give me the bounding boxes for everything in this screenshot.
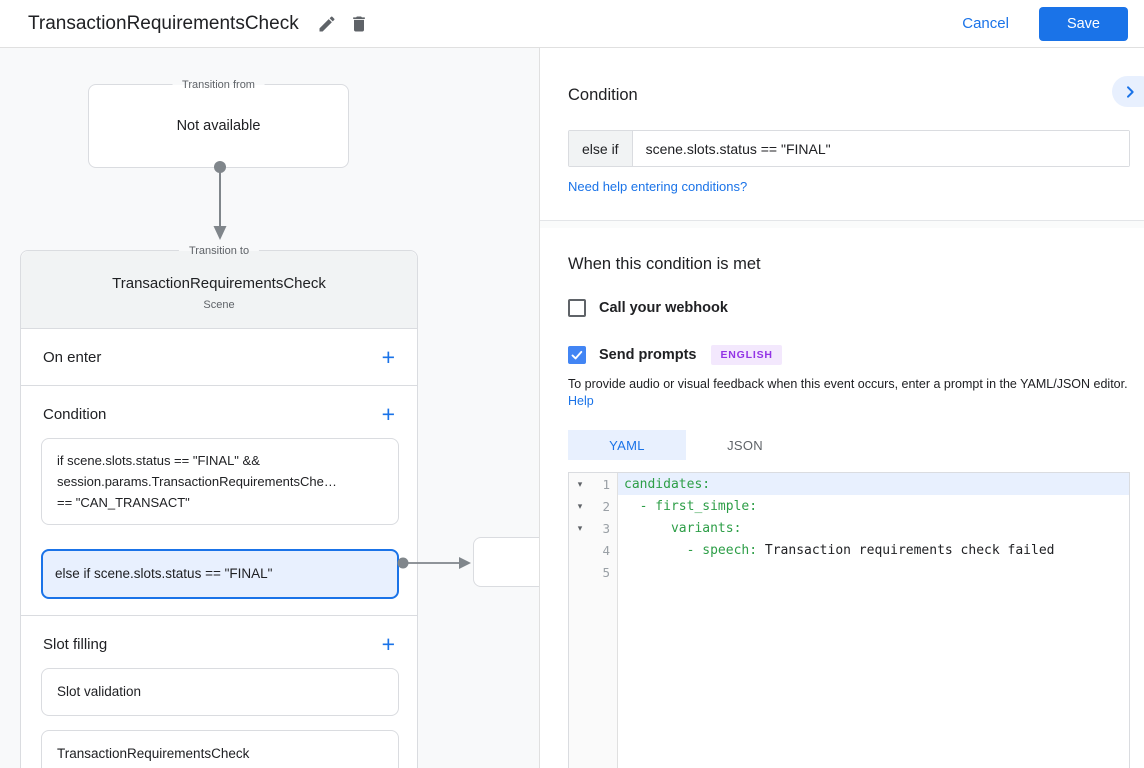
help-link[interactable]: Help [568,394,594,408]
transition-from-label: Transition from [172,77,265,93]
send-prompts-row: Send prompts ENGLISH [568,345,1130,365]
code-line[interactable]: 5 [569,561,1129,583]
chevron-down-icon[interactable]: ▾ [569,495,591,517]
if-condition-box[interactable]: if scene.slots.status == "FINAL" && sess… [41,438,399,525]
if-condition-line: session.params.TransactionRequirementsCh… [57,474,337,489]
save-button[interactable]: Save [1038,6,1128,41]
transition-from-box[interactable]: Transition from Not available [88,77,349,168]
code-text: - speech: Transaction requirements check… [618,539,1129,561]
scene-subtitle: Scene [203,298,235,311]
code-line[interactable]: ▾1 candidates: [569,473,1129,495]
line-number-gutter [591,583,618,768]
slot-validation-box[interactable]: Slot validation [41,668,399,716]
yaml-key: variants: [624,520,742,536]
slot-transaction-box[interactable]: TransactionRequirementsCheck [41,730,399,768]
plus-icon: + [381,344,395,370]
line-number: 5 [591,561,618,583]
scene-title: TransactionRequirementsCheck [112,274,326,292]
code-line[interactable]: ▾3 variants: [569,517,1129,539]
prompt-hint-text: To provide audio or visual feedback when… [568,377,1128,391]
fold-gutter [569,583,591,768]
slot-item-label: TransactionRequirementsCheck [57,746,250,761]
pencil-icon [317,14,337,34]
if-condition-line: == "CAN_TRANSACT" [57,495,190,510]
prompt-hint: To provide audio or visual feedback when… [568,376,1144,410]
on-enter-row[interactable]: On enter + [21,329,417,386]
yaml-key: - speech: [624,542,758,558]
editor-empty-area[interactable] [569,583,1129,768]
edit-scene-button[interactable] [311,8,343,40]
elseif-condition-box[interactable]: else if scene.slots.status == "FINAL" [41,549,399,599]
tab-json[interactable]: JSON [727,437,763,453]
add-on-enter-button[interactable]: + [381,344,395,370]
condition-editor-panel: Condition else if Need help entering con… [540,48,1144,768]
transition-target-box[interactable] [473,537,539,587]
code-text: variants: [618,517,1129,539]
elseif-condition-text: else if scene.slots.status == "FINAL" [55,566,273,581]
code-text [618,561,1129,583]
send-prompts-checkbox[interactable] [568,346,586,364]
plus-icon: + [381,631,395,657]
scene-card-header[interactable]: TransactionRequirementsCheck Scene [21,251,417,329]
not-available-text: Not available [176,118,261,134]
condition-input[interactable] [632,131,1129,166]
elseif-transition-connector [397,557,471,569]
chevron-down-icon[interactable]: ▾ [569,473,591,495]
section-divider [540,220,1144,228]
webhook-row: Call your webhook [568,299,1130,317]
add-slot-button[interactable]: + [381,631,395,657]
slot-filling-label: Slot filling [43,635,108,653]
page-title: TransactionRequirementsCheck [28,12,299,34]
cancel-button[interactable]: Cancel [962,15,1009,32]
slot-item-label: Slot validation [57,684,142,699]
yaml-key: candidates: [624,476,711,492]
app-header: TransactionRequirementsCheck Cancel Save [0,0,1144,48]
code-line[interactable]: 4 - speech: Transaction requirements che… [569,539,1129,561]
check-icon [570,348,584,362]
chevron-right-icon [1122,84,1138,100]
editor-tabs: YAML JSON [568,430,1130,460]
arrow-down-connector [213,161,227,240]
trash-icon [349,14,369,34]
webhook-checkbox[interactable] [568,299,586,317]
when-condition-title: When this condition is met [568,255,761,273]
language-badge: ENGLISH [711,345,782,365]
condition-section: Condition + if scene.slots.status == "FI… [21,386,417,616]
transition-to-label: Transition to [178,243,260,259]
add-condition-button[interactable]: + [381,401,395,427]
code-text [618,583,1129,768]
if-condition-line: if scene.slots.status == "FINAL" && [57,453,260,468]
delete-scene-button[interactable] [343,8,375,40]
send-prompts-label: Send prompts [599,347,697,363]
plus-icon: + [381,401,395,427]
code-line[interactable]: ▾2 - first_simple: [569,495,1129,517]
code-text: candidates: [618,473,1129,495]
fold-gutter [569,539,591,561]
code-text: - first_simple: [618,495,1129,517]
conditions-help-link[interactable]: Need help entering conditions? [568,179,748,194]
condition-input-group: else if [568,130,1130,167]
yaml-value: Transaction requirements check failed [757,542,1055,558]
line-number: 3 [591,517,618,539]
line-number: 4 [591,539,618,561]
elseif-prefix-label: else if [569,131,633,166]
line-number: 2 [591,495,618,517]
scene-card: Transition to TransactionRequirementsChe… [20,243,418,768]
flow-canvas: Transition from Not available Transition… [0,48,540,768]
main-content: Transition from Not available Transition… [0,48,1144,768]
slot-filling-section: Slot filling + Slot validation Transacti… [21,616,417,768]
tab-yaml[interactable]: YAML [568,430,686,460]
fold-gutter [569,561,591,583]
webhook-label: Call your webhook [599,300,728,316]
collapse-panel-button[interactable] [1112,76,1144,107]
line-number: 1 [591,473,618,495]
condition-panel-title: Condition [568,86,638,104]
condition-section-label: Condition [43,405,107,423]
on-enter-label: On enter [43,348,102,366]
yaml-key: - first_simple: [624,498,758,514]
chevron-down-icon[interactable]: ▾ [569,517,591,539]
